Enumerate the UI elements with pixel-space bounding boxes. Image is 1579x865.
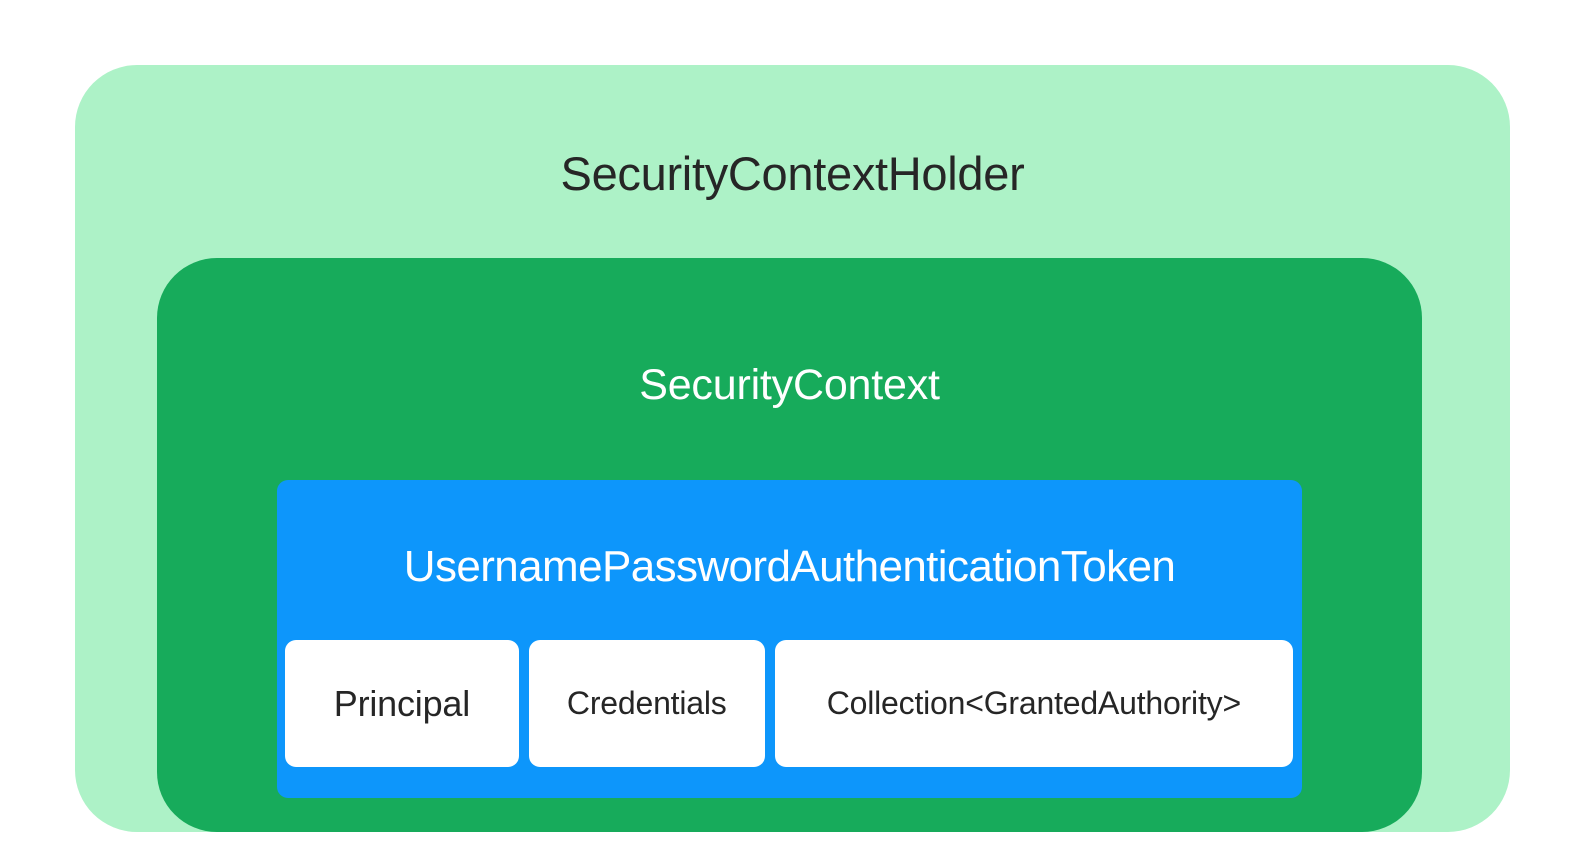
security-context-box: SecurityContext UsernamePasswordAuthenti… bbox=[157, 258, 1422, 832]
security-context-holder-box: SecurityContextHolder SecurityContext Us… bbox=[75, 65, 1510, 832]
username-password-authentication-token-box: UsernamePasswordAuthenticationToken Prin… bbox=[277, 480, 1302, 798]
field-label-principal: Principal bbox=[333, 682, 471, 724]
security-context-label: SecurityContext bbox=[639, 361, 940, 409]
field-label-granted-authorities: Collection<GrantedAuthority> bbox=[826, 684, 1241, 721]
security-context-holder-label: SecurityContextHolder bbox=[560, 147, 1025, 200]
field-chip-granted-authorities: Collection<GrantedAuthority> bbox=[774, 640, 1293, 767]
field-chip-credentials: Credentials bbox=[528, 640, 765, 767]
field-label-credentials: Credentials bbox=[566, 684, 727, 721]
token-fields-row: Principal Credentials Collection<Granted… bbox=[285, 640, 1293, 767]
username-password-authentication-token-label: UsernamePasswordAuthenticationToken bbox=[403, 542, 1176, 591]
field-chip-principal: Principal bbox=[285, 640, 519, 767]
